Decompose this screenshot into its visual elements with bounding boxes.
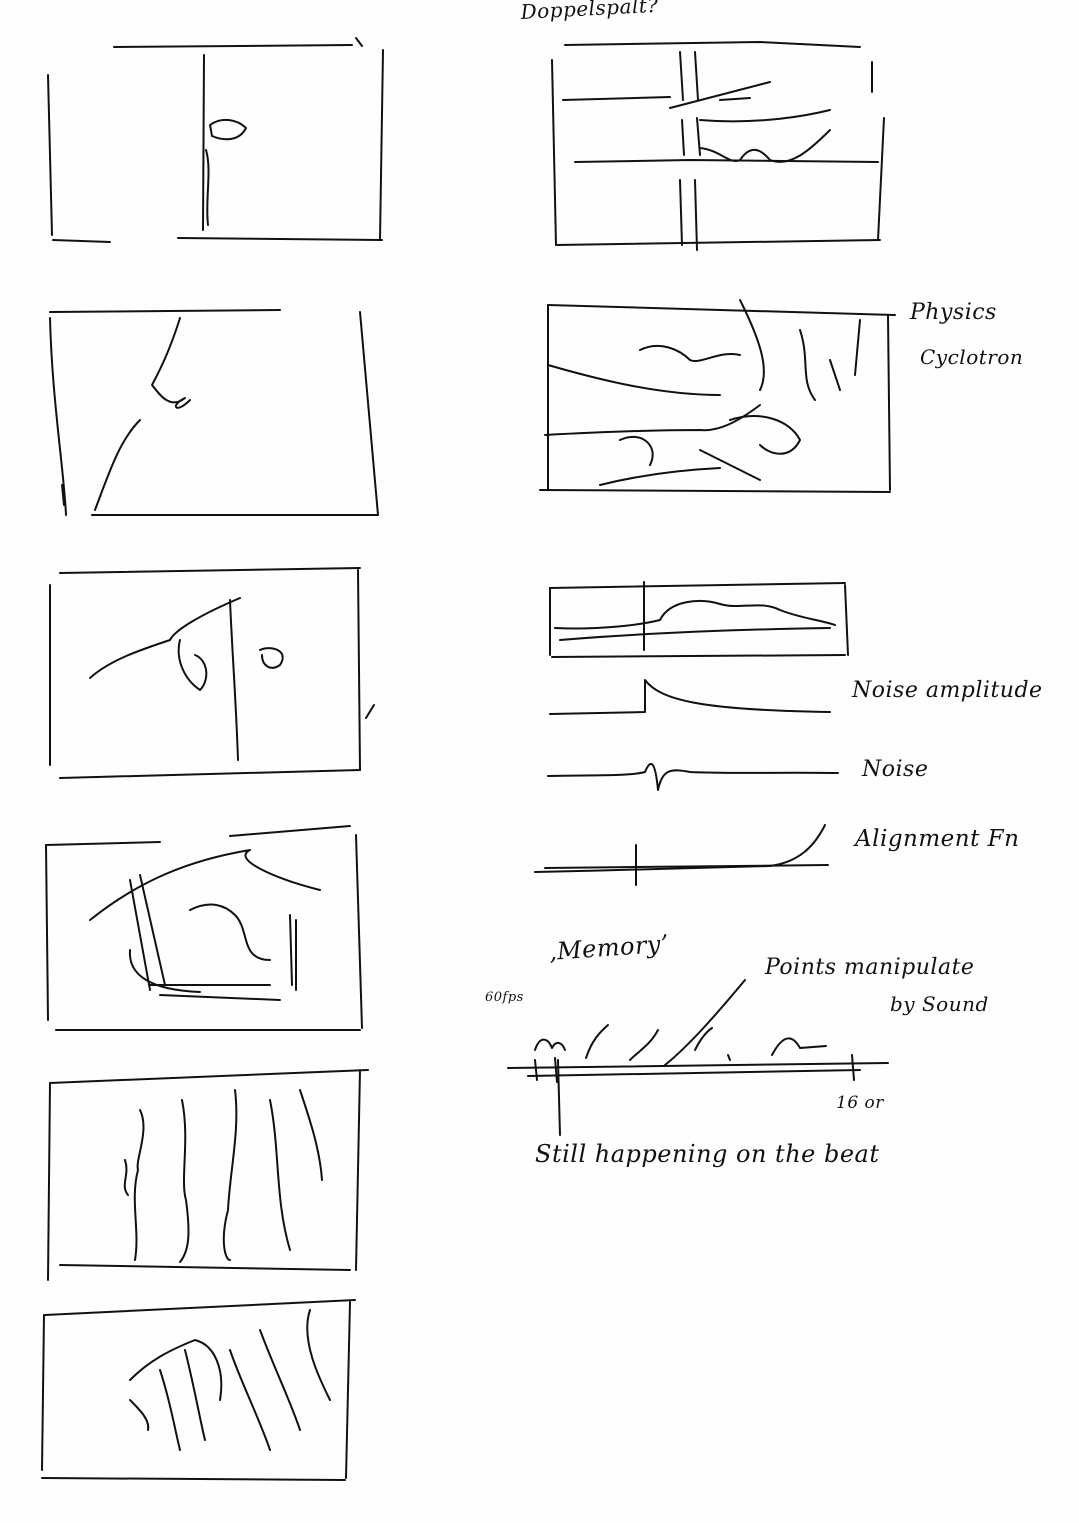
frame-double-slit <box>551 41 885 251</box>
frame-6 <box>41 1299 356 1481</box>
bar-label: 16 or <box>836 1093 884 1113</box>
physics-label: Physics <box>910 300 997 325</box>
fps-label: 60fps <box>485 990 524 1005</box>
alignment-fn-curve <box>534 824 829 886</box>
frame-4 <box>45 825 363 1031</box>
points-label: Points manipulate <box>765 955 975 980</box>
frame-5 <box>47 1069 369 1281</box>
cyclotron-label: Cyclotron <box>920 345 1024 369</box>
frame-waveform <box>549 581 849 658</box>
memory-timeline <box>507 979 889 1136</box>
frame-cyclotron <box>539 299 896 493</box>
frame-2 <box>49 309 379 516</box>
frame-3 <box>49 567 375 779</box>
noise-label: Noise <box>862 757 929 782</box>
frame-1 <box>47 37 384 243</box>
noise-amplitude-curve <box>549 679 831 715</box>
noise-curve <box>547 762 839 791</box>
by-sound-label: by Sound <box>890 992 989 1016</box>
alignment-label: Alignment Fn <box>855 826 1020 852</box>
still-happening-label: Still happening on the beat <box>535 1140 880 1168</box>
noise-amplitude-label: Noise amplitude <box>852 678 1043 703</box>
